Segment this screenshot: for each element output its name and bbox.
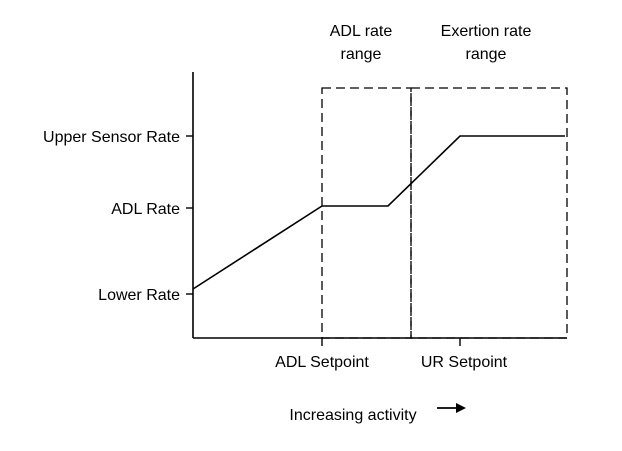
x-label-adl-setpoint: ADL Setpoint bbox=[275, 354, 369, 371]
exertion-range-label-line1: Exertion rate bbox=[441, 23, 532, 40]
exertion-rate-range-box bbox=[410, 87, 568, 339]
adl-rate-range-box bbox=[321, 87, 412, 339]
x-axis-title: Increasing activity bbox=[289, 407, 416, 424]
right-arrow-icon bbox=[437, 403, 466, 413]
y-label-lower-rate: Lower Rate bbox=[98, 287, 180, 304]
y-label-upper-sensor-rate: Upper Sensor Rate bbox=[43, 129, 180, 146]
adl-range-label-line2: range bbox=[341, 46, 382, 63]
x-label-ur-setpoint: UR Setpoint bbox=[421, 354, 508, 371]
adl-range-label-line1: ADL rate bbox=[330, 23, 393, 40]
rate-response-line bbox=[192, 135, 565, 290]
y-label-adl-rate: ADL Rate bbox=[111, 201, 180, 218]
exertion-range-label-line2: range bbox=[466, 46, 507, 63]
